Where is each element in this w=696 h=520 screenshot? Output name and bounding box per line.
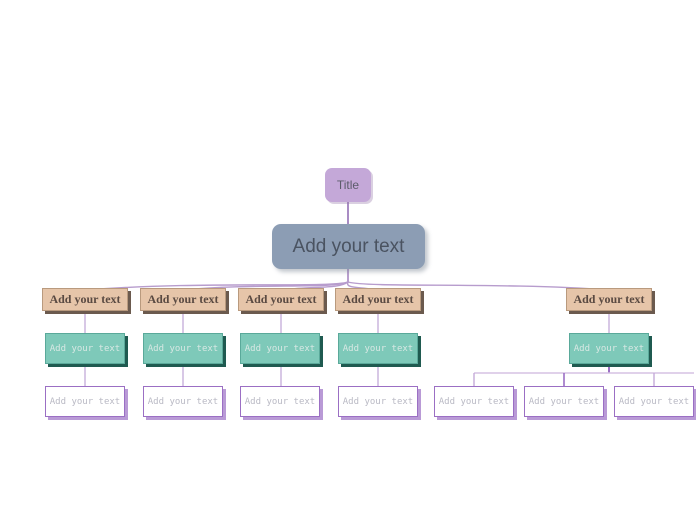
- node-root-title-label: Title: [336, 178, 360, 192]
- node-level3-5-label: Add your text: [573, 343, 645, 354]
- node-level4-6-label: Add your text: [528, 396, 600, 407]
- node-level2-3[interactable]: Add your text: [238, 288, 324, 311]
- node-main-label: Add your text: [292, 235, 405, 257]
- node-level4-1-label: Add your text: [49, 396, 121, 407]
- node-level4-4[interactable]: Add your text: [338, 386, 418, 417]
- node-level2-1-label: Add your text: [49, 292, 121, 306]
- node-level4-3-label: Add your text: [244, 396, 316, 407]
- node-level4-2-label: Add your text: [147, 396, 219, 407]
- node-level2-4-label: Add your text: [342, 292, 414, 306]
- node-level2-3-label: Add your text: [245, 292, 317, 306]
- connector-main-b5: [347, 269, 610, 291]
- node-level3-4-label: Add your text: [342, 343, 414, 354]
- node-level2-2[interactable]: Add your text: [140, 288, 226, 311]
- node-level4-2[interactable]: Add your text: [143, 386, 223, 417]
- node-level4-6[interactable]: Add your text: [524, 386, 604, 417]
- node-level3-5[interactable]: Add your text: [569, 333, 649, 364]
- node-level4-5-label: Add your text: [438, 396, 510, 407]
- node-level4-5[interactable]: Add your text: [434, 386, 514, 417]
- connector-main-b1: [84, 269, 349, 291]
- node-level4-4-label: Add your text: [342, 396, 414, 407]
- connector-main-b2: [182, 269, 349, 291]
- node-level2-4[interactable]: Add your text: [335, 288, 421, 311]
- node-level3-2[interactable]: Add your text: [143, 333, 223, 364]
- node-level4-7-label: Add your text: [618, 396, 690, 407]
- node-level3-3[interactable]: Add your text: [240, 333, 320, 364]
- node-root-title[interactable]: Title: [325, 168, 371, 202]
- node-level3-1-label: Add your text: [49, 343, 121, 354]
- node-level2-5[interactable]: Add your text: [566, 288, 652, 311]
- node-level3-3-label: Add your text: [244, 343, 316, 354]
- node-level2-5-label: Add your text: [573, 292, 645, 306]
- node-level3-2-label: Add your text: [147, 343, 219, 354]
- node-level4-7[interactable]: Add your text: [614, 386, 694, 417]
- node-level4-3[interactable]: Add your text: [240, 386, 320, 417]
- node-main[interactable]: Add your text: [272, 224, 425, 269]
- node-level3-1[interactable]: Add your text: [45, 333, 125, 364]
- node-level2-1[interactable]: Add your text: [42, 288, 128, 311]
- node-level3-4[interactable]: Add your text: [338, 333, 418, 364]
- node-level4-1[interactable]: Add your text: [45, 386, 125, 417]
- node-level2-2-label: Add your text: [147, 292, 219, 306]
